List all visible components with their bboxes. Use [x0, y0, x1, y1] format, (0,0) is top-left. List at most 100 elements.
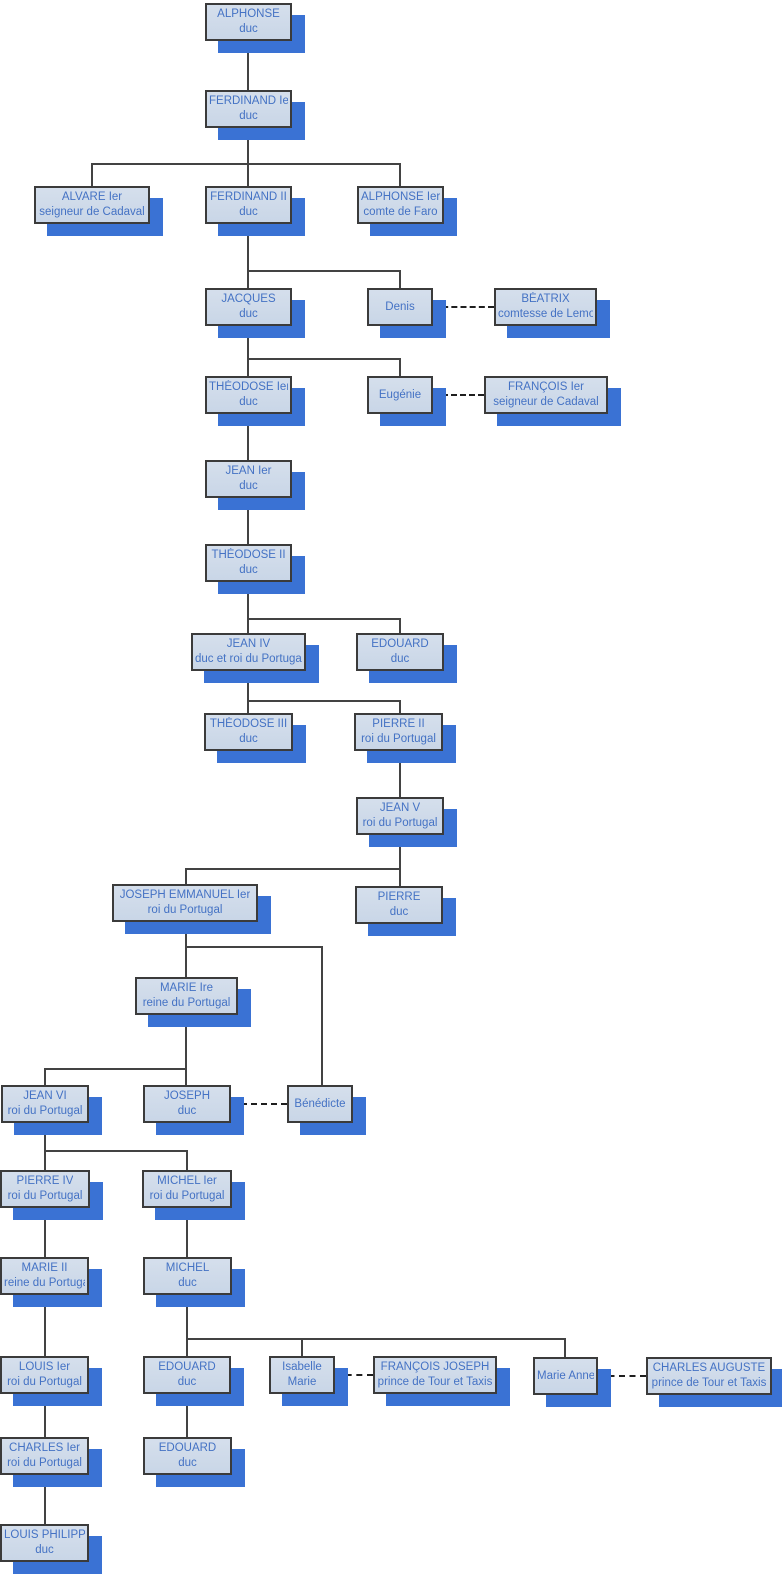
node-marie-anne[interactable]: Marie Anne	[533, 1357, 598, 1395]
node-ferdinand-1er[interactable]: FERDINAND Ier duc	[205, 90, 292, 128]
descent-connector-line	[185, 868, 401, 870]
person-title: duc	[239, 206, 258, 218]
person-title: roi du Portugal	[7, 1105, 83, 1117]
person-name: LOUIS Ier	[18, 1361, 71, 1373]
person-title: duc	[389, 906, 409, 918]
person-title: duc	[178, 1457, 197, 1469]
person-title: reine du Portugal	[4, 1277, 85, 1289]
person-name: FERDINAND Ier	[209, 95, 288, 107]
node-pierre-2[interactable]: PIERRE II roi du Portugal	[354, 713, 443, 751]
descent-connector-line	[247, 224, 249, 288]
person-name: LOUIS PHILIPPE	[4, 1529, 85, 1541]
person-name: JOSEPH EMMANUEL Ier	[119, 889, 251, 901]
person-name: EDOUARD	[371, 638, 429, 650]
node-louis-1er[interactable]: LOUIS Ier roi du Portugal	[0, 1356, 89, 1394]
node-eugenie[interactable]: Eugénie	[367, 376, 433, 414]
node-marie-2[interactable]: MARIE II reine du Portugal	[0, 1257, 89, 1295]
node-benedicte[interactable]: Bénédicte	[287, 1085, 353, 1123]
descent-connector-line	[321, 946, 323, 1085]
person-name: Bénédicte	[294, 1097, 346, 1110]
descent-connector-line	[185, 922, 187, 977]
person-title: roi du Portugal	[7, 1457, 82, 1469]
marriage-dashed-line	[335, 1374, 373, 1376]
descent-connector-line	[247, 326, 249, 376]
person-title: seigneur de Cadaval	[493, 396, 599, 408]
descent-connector-line	[399, 618, 401, 633]
person-title: roi du Portugal	[7, 1376, 82, 1388]
person-title: prince de Tour et Taxis	[651, 1377, 767, 1389]
person-title: roi du Portugal	[361, 733, 436, 745]
node-alphonse-1er[interactable]: ALPHONSE Ier comte de Faro	[357, 186, 444, 224]
node-michel-duc[interactable]: MICHEL duc	[143, 1257, 232, 1295]
person-title: duc	[178, 1277, 197, 1289]
descent-connector-line	[247, 618, 401, 620]
descent-connector-line	[564, 1338, 566, 1357]
node-denis[interactable]: Denis	[367, 288, 433, 326]
descent-connector-line	[186, 1150, 188, 1170]
descent-connector-line	[186, 1394, 188, 1437]
descent-connector-line	[91, 163, 401, 165]
person-name: THÉODOSE Ier	[209, 381, 288, 393]
descent-connector-line	[247, 414, 249, 460]
person-title: duc	[239, 733, 258, 745]
marriage-dashed-line	[433, 394, 484, 396]
person-name: MARIE Ire	[159, 982, 214, 994]
descent-connector-line	[186, 1295, 188, 1356]
person-name: Marie Anne	[537, 1369, 594, 1382]
node-louis-philippe[interactable]: LOUIS PHILIPPE duc	[0, 1524, 89, 1562]
person-title: duc	[35, 1544, 54, 1556]
node-jean-4[interactable]: JEAN IV duc et roi du Portugal	[191, 633, 306, 671]
person-name: PIERRE II	[372, 718, 425, 730]
descent-connector-line	[399, 751, 401, 797]
descent-connector-line	[247, 358, 401, 360]
node-charles-1er[interactable]: CHARLES Ier roi du Portugal	[0, 1437, 89, 1475]
descent-connector-line	[44, 1123, 46, 1170]
node-theodose-2[interactable]: THÉODOSE II duc	[205, 544, 292, 582]
descent-connector-line	[186, 1208, 188, 1257]
person-title: roi du Portugal	[149, 1190, 225, 1202]
person-name: THÉODOSE II	[211, 549, 286, 561]
descent-connector-line	[44, 1068, 187, 1070]
person-title: comte de Faro	[363, 206, 438, 218]
person-title: roi du Portugal	[362, 817, 438, 829]
person-name: MICHEL	[165, 1262, 210, 1274]
person-title: prince de Tour et Taxis	[377, 1376, 493, 1388]
descent-connector-line	[301, 1338, 303, 1356]
person-name: MARIE II	[21, 1262, 68, 1274]
person-name: JEAN IV	[226, 638, 271, 650]
marriage-dashed-line	[598, 1375, 646, 1377]
person-title: Marie	[287, 1376, 317, 1388]
person-name: ALVARE Ier	[61, 191, 123, 203]
person-title: duc	[239, 110, 258, 122]
person-name: CHARLES Ier	[9, 1442, 80, 1454]
descent-connector-line	[247, 498, 249, 544]
person-name: ALPHONSE Ier	[361, 191, 440, 203]
person-title: duc et roi du Portugal	[195, 653, 302, 665]
person-title: duc	[239, 564, 258, 576]
person-name: Denis	[385, 300, 415, 313]
